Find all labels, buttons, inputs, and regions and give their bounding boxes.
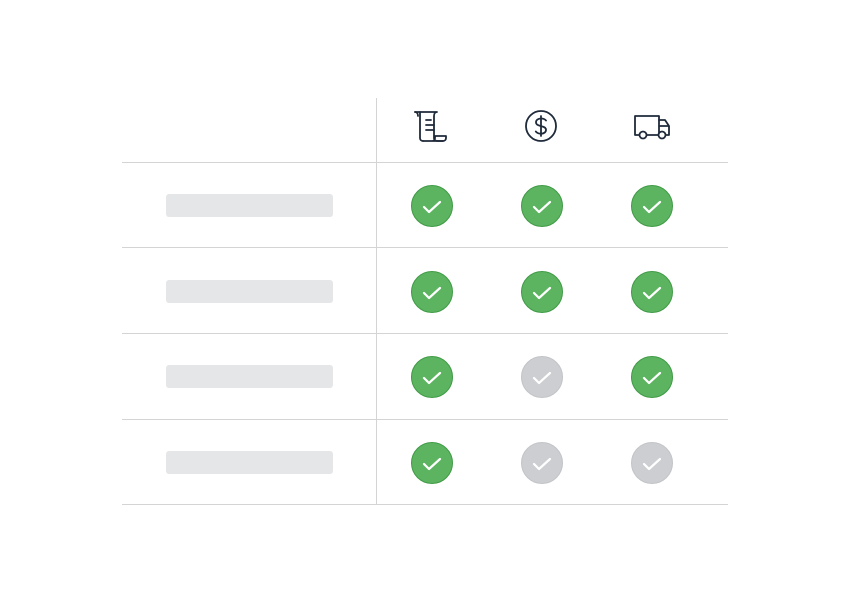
check-enabled-icon [411,185,453,227]
row-label-placeholder [166,451,333,474]
row-label-placeholder [166,280,333,303]
scroll-icon [411,106,451,146]
row-divider [122,504,728,505]
dollar-circle-icon [521,106,561,146]
row-label-placeholder [166,194,333,217]
truck-icon [632,106,672,146]
check-enabled-icon [521,185,563,227]
row-divider [122,333,728,334]
row-label-placeholder [166,365,333,388]
check-enabled-icon [521,271,563,313]
check-disabled-icon [521,442,563,484]
row-divider [122,247,728,248]
check-enabled-icon [631,356,673,398]
check-enabled-icon [411,442,453,484]
check-enabled-icon [631,185,673,227]
header-divider [122,162,728,163]
check-enabled-icon [411,271,453,313]
check-enabled-icon [411,356,453,398]
check-disabled-icon [631,442,673,484]
row-divider [122,419,728,420]
check-enabled-icon [631,271,673,313]
check-disabled-icon [521,356,563,398]
column-divider [376,98,377,505]
